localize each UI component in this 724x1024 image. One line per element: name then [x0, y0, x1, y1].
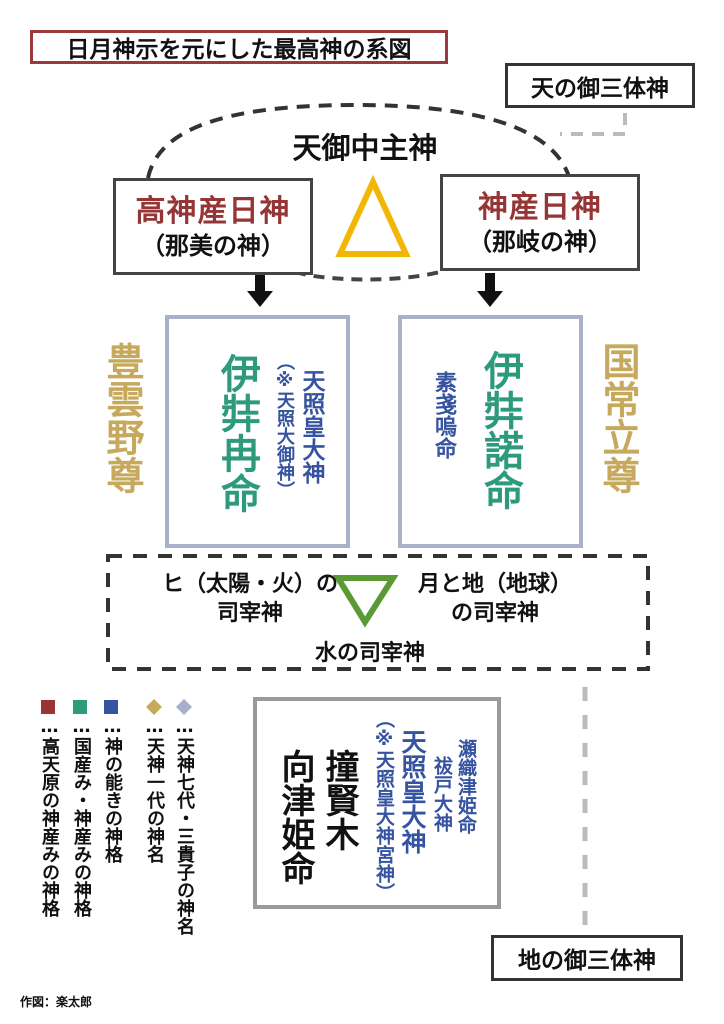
right-god-name: 神産日神 — [478, 189, 602, 225]
left-pair-box: 伊弉冉命 天照皇大神 （※天照大御神） — [165, 315, 350, 548]
page-title: 日月神示を元にした最高神の系図 — [30, 30, 448, 64]
right-sub-name: 素戔嗚命 — [431, 371, 456, 459]
moon-earth-line-1: 月と地（地球） — [417, 572, 572, 597]
legend-marker — [104, 700, 118, 714]
left-sub-name: 天照皇大神 — [298, 369, 324, 484]
bottom-extra-name-1: 祓戸大神 — [431, 756, 453, 832]
bottom-sub-note: （※天照皇大神宮神） — [373, 709, 395, 902]
moon-earth-line-2: の司宰神 — [450, 601, 539, 626]
right-pair-box: 伊弉諾命 素戔嗚命 — [398, 315, 583, 548]
legend-label: …天神七代・三貴子の神名 — [174, 716, 195, 935]
sun-fire-governor: ヒ（太陽・火）の 司宰神 — [160, 570, 340, 628]
lower-triangle-icon — [332, 575, 399, 628]
heaven-trinity-text: 天の御三体神 — [531, 75, 669, 102]
bottom-extra-names: 瀬織津姫命 祓戸大神 — [430, 739, 478, 834]
left-god-box: 高神産日神 （那美の神） — [113, 178, 313, 275]
right-outer-name: 国常立尊 — [596, 342, 640, 494]
bottom-sub-name: 天照皇大神 — [398, 729, 427, 854]
left-god-name: 高神産日神 — [135, 193, 291, 229]
right-god-box: 神産日神 （那岐の神） — [440, 174, 640, 271]
water-governor: 水の司宰神 — [314, 641, 425, 666]
arrow-down-icon — [477, 273, 503, 307]
arrow-down-icon — [247, 273, 273, 307]
bottom-main-name-1: 撞賢木 — [319, 749, 359, 851]
left-god-alias: （那美の神） — [141, 231, 285, 260]
legend-marker — [176, 699, 192, 715]
trinity-arc-top — [146, 102, 572, 181]
bottom-main-name-2: 向津姫命 — [275, 749, 315, 885]
bottom-extra-name-2: 瀬織津姫命 — [455, 739, 477, 834]
legend-label: …高天原の神産みの神格 — [39, 716, 60, 917]
upper-triangle-icon — [335, 174, 411, 257]
heaven-trinity-label: 天の御三体神 — [505, 63, 695, 108]
bottom-god-box: 撞賢木 向津姫命 天照皇大神 （※天照皇大神宮神） 瀬織津姫命 祓戸大神 — [253, 697, 501, 909]
legend-label: …神の能きの神格 — [102, 716, 123, 863]
left-sub-note: （※天照大御神） — [274, 352, 295, 499]
sun-fire-line-1: ヒ（太陽・火）の — [161, 572, 338, 597]
trinity-arc-bottom — [294, 270, 441, 282]
earth-trinity-label: 地の御三体神 — [491, 935, 683, 981]
earth-trinity-text: 地の御三体神 — [518, 948, 656, 974]
legend-marker — [41, 700, 55, 714]
bottom-main-names: 撞賢木 向津姫命 — [273, 749, 361, 899]
sun-fire-line-2: 司宰神 — [216, 601, 283, 626]
legend-label: …天神一代の神名 — [144, 716, 165, 863]
right-god-alias: （那岐の神） — [468, 227, 612, 256]
credit: 作図：楽太郎 — [20, 995, 93, 1009]
legend-marker — [146, 699, 162, 715]
heaven-label-connector — [560, 113, 627, 136]
page-title-text: 日月神示を元にした最高神の系図 — [66, 37, 412, 63]
left-outer-name: 豊雲野尊 — [100, 342, 144, 494]
supreme-god: 天御中主神 — [292, 131, 438, 165]
legend-marker — [73, 700, 87, 714]
legend-label: …国産み・神産みの神格 — [71, 716, 92, 917]
left-main-name: 伊弉冉命 — [214, 353, 260, 513]
moon-earth-governor: 月と地（地球） の司宰神 — [410, 570, 580, 628]
right-main-name: 伊弉諾命 — [477, 350, 523, 510]
